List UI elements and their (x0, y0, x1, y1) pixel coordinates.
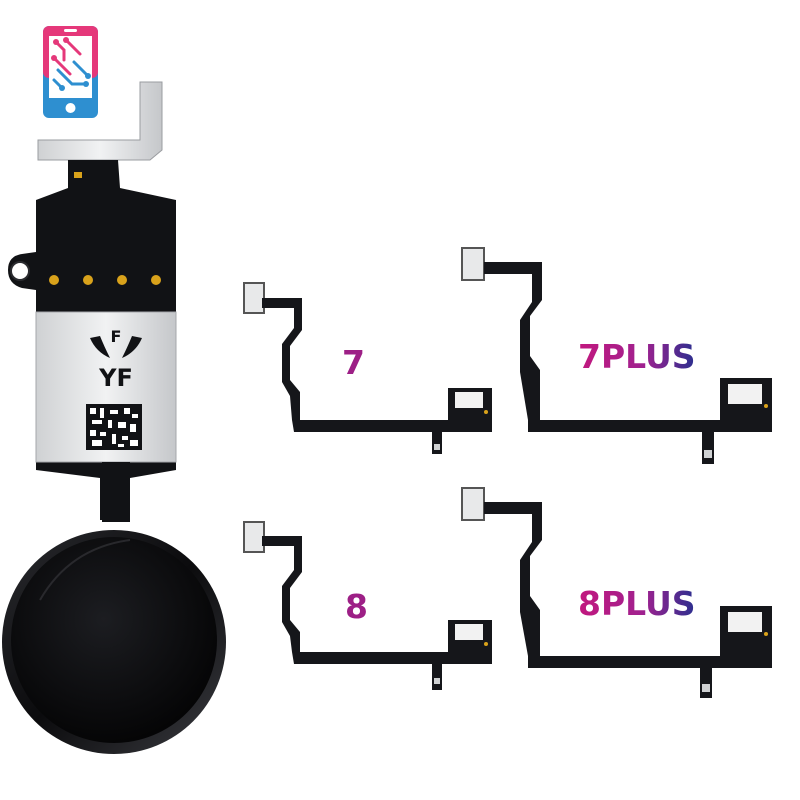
model-label-8: 8 (345, 587, 368, 626)
yf-brand-logo-icon: F (90, 327, 142, 358)
home-button-flex-cable (8, 81, 177, 522)
phone-circuit-logo-icon (43, 26, 98, 118)
flex-ribbon-8 (243, 521, 492, 690)
model-label-7plus: 7PLUS (578, 337, 696, 376)
home-button-icon (2, 530, 226, 754)
flex-ribbon-7plus (461, 247, 772, 464)
svg-text:F: F (111, 327, 122, 346)
model-label-8plus: 8PLUS (578, 584, 696, 623)
board-marking: YF (98, 364, 133, 392)
model-label-7: 7 (342, 343, 365, 382)
flex-ribbon-7 (243, 282, 492, 454)
flex-ribbon-8plus (461, 487, 772, 698)
data-matrix-code-icon (86, 404, 142, 450)
